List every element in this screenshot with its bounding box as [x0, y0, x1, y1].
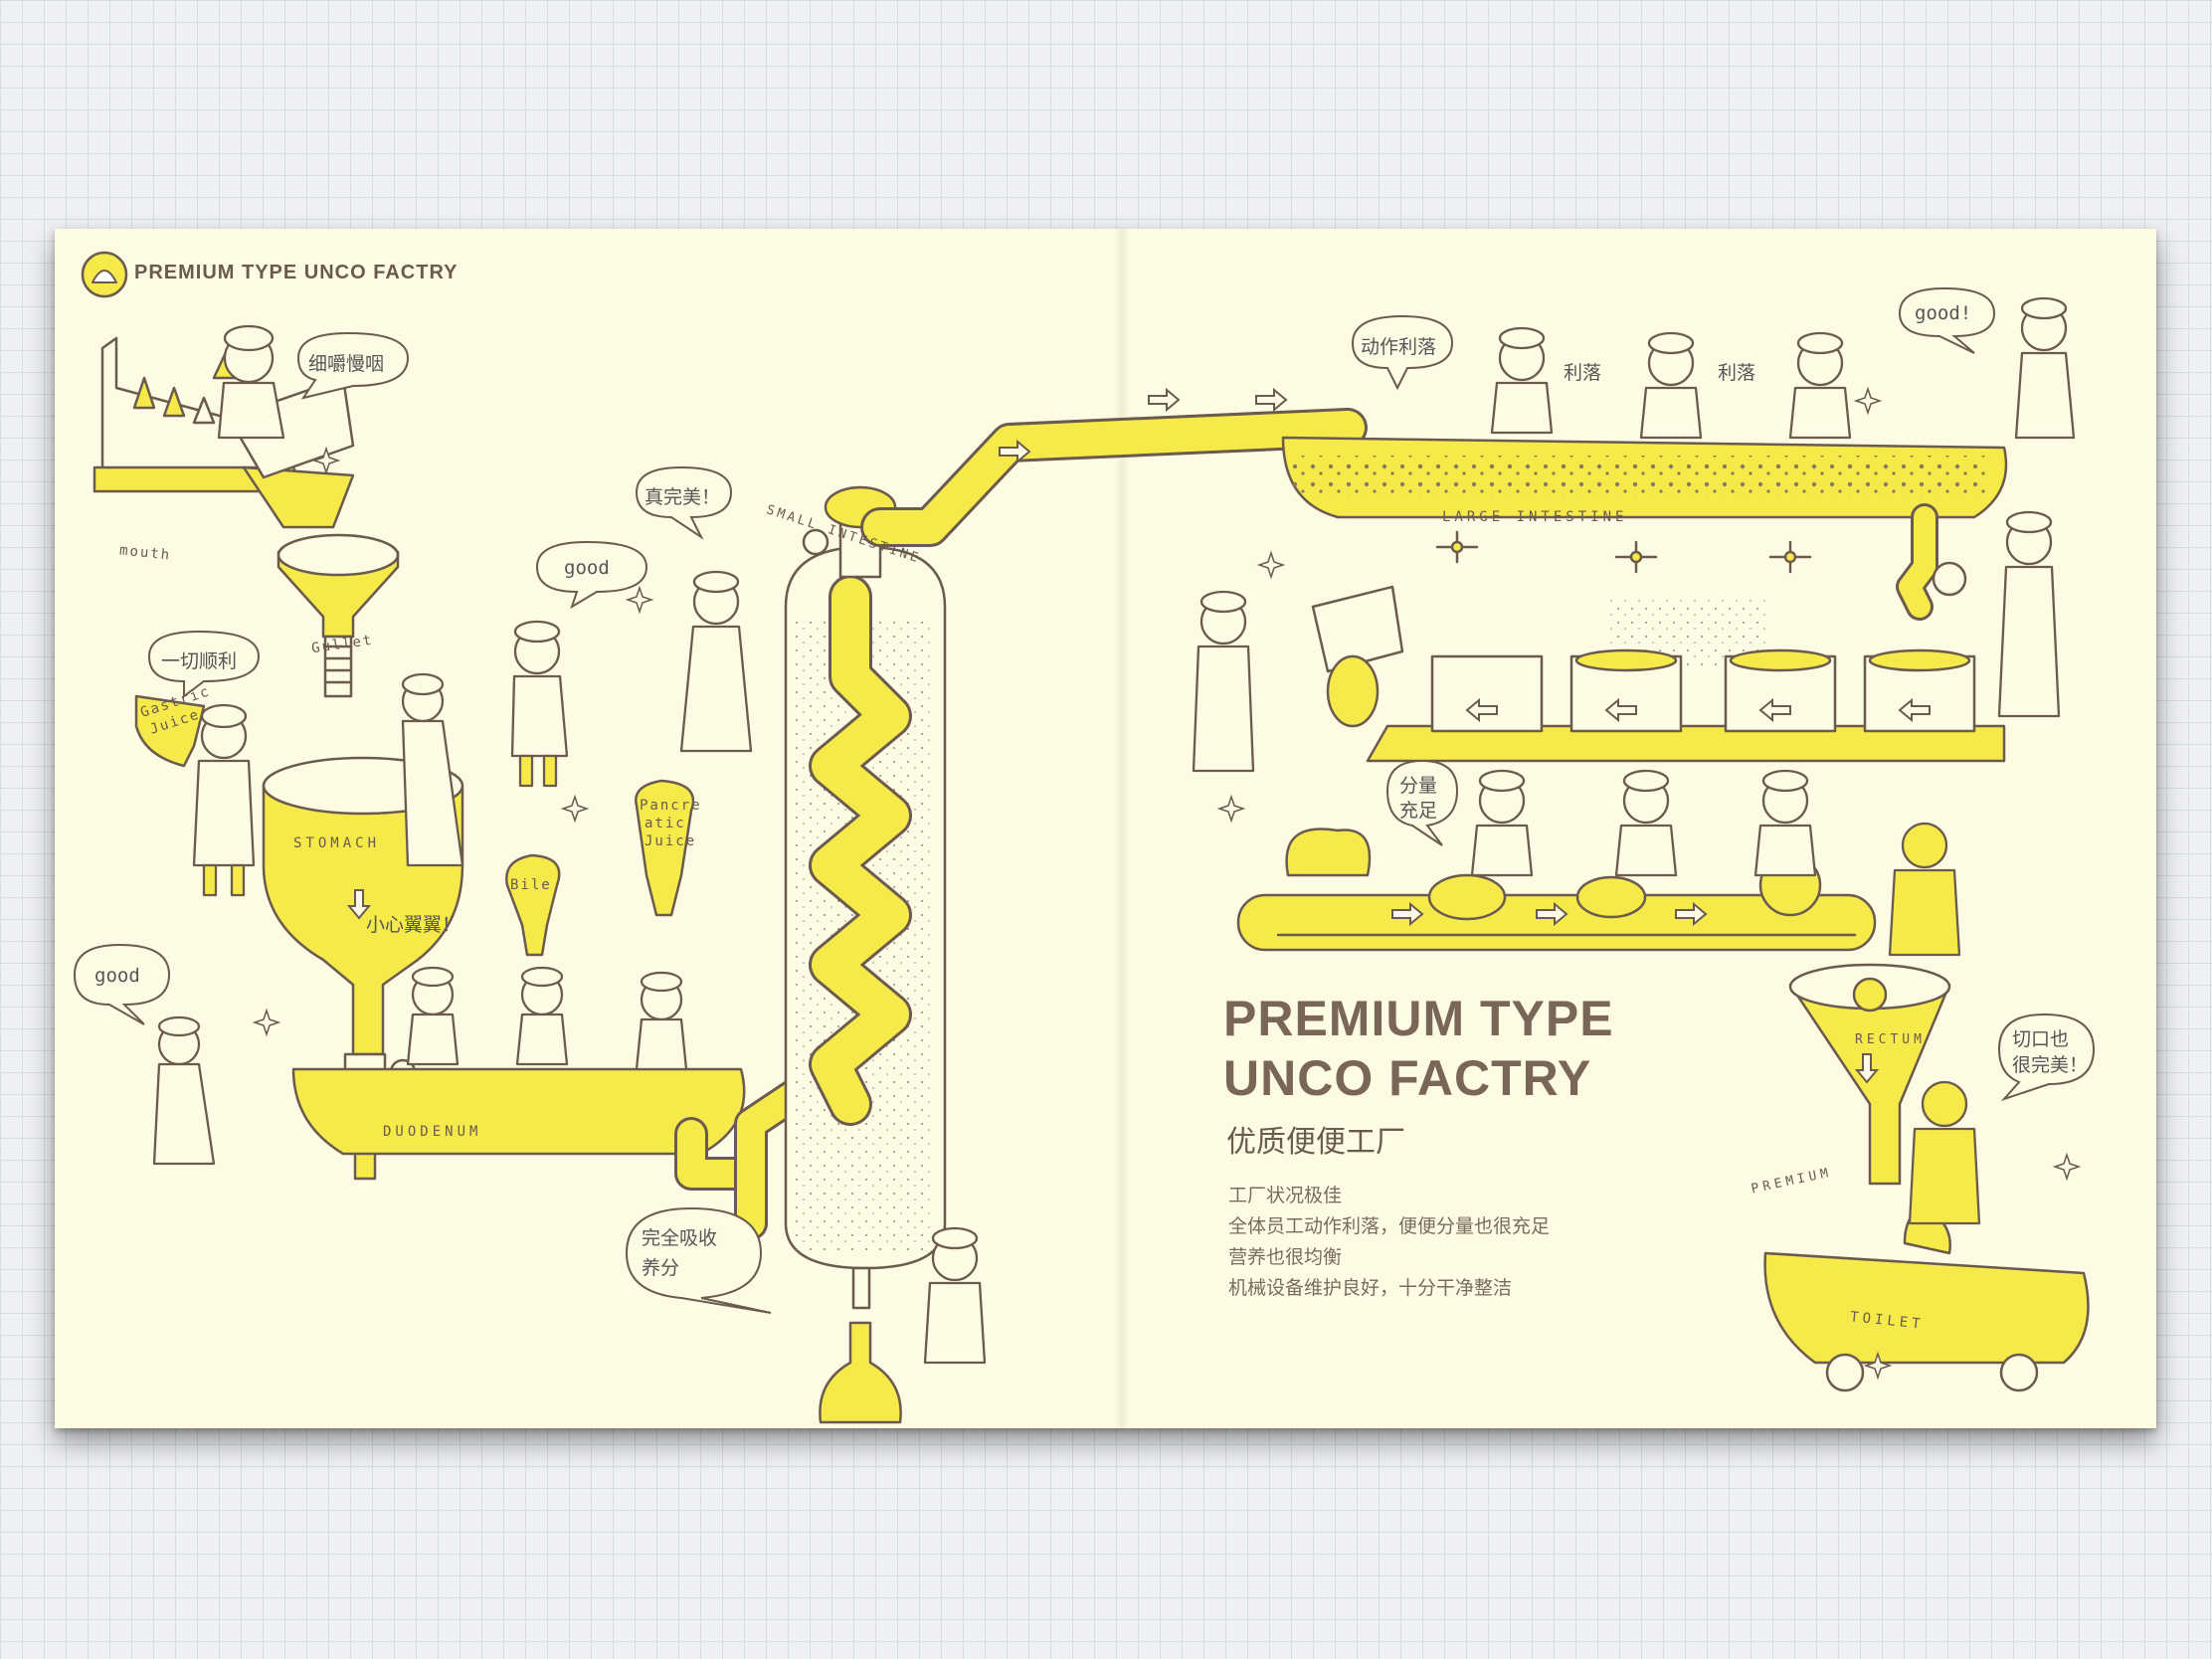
shout-brisk-a: 利落 [1564, 362, 1602, 384]
sparkle-icon [625, 585, 654, 615]
bubble-portion [1385, 759, 1459, 846]
bubble-absorb-text-1: 完全吸收 [642, 1227, 718, 1249]
toilet-cart [1763, 1251, 2090, 1365]
fan-3-icon [1768, 540, 1812, 574]
factory-illustration [73, 251, 2096, 1424]
shout-brisk-b: 利落 [1718, 362, 1756, 384]
worker-conveyor-1 [1470, 769, 1534, 877]
book-fold [1115, 229, 1129, 1428]
label-rectum: RECTUM [1855, 1032, 1926, 1047]
arrow-down-icon [1854, 1053, 1880, 1084]
bubble-good-1 [535, 540, 648, 610]
worker-chef-mouth [217, 324, 285, 440]
arrow-right-icon [1255, 387, 1288, 413]
flask [819, 1321, 902, 1424]
bubble-perfect-text: 真完美！ [645, 486, 721, 508]
description-line-1: 工厂状况极佳 [1228, 1185, 1343, 1206]
arrow-left-icon [1604, 697, 1637, 723]
bubble-good-1-text: good [564, 557, 610, 579]
arrow-left-icon [1898, 697, 1931, 723]
arrow-right-icon [1675, 901, 1708, 927]
worker-li-2 [1639, 331, 1703, 440]
bubble-cut [1997, 1013, 2096, 1102]
sparkle-icon [2052, 1152, 2082, 1182]
bubble-cut-text-1: 切口也 [2012, 1028, 2070, 1050]
dry-box-1 [1430, 654, 1544, 733]
sparkle-icon [1863, 1351, 1893, 1381]
bubble-cut-text-2: 很完美！ [2012, 1054, 2089, 1076]
title-line-1: PREMIUM TYPE [1223, 991, 1614, 1046]
bubble-chew-text: 细嚼慢咽 [308, 353, 385, 375]
worker-li-1 [1490, 326, 1554, 435]
book-spread: PREMIUM TYPE UNCO FACTRY PREMIUM TYPE UN… [55, 229, 2156, 1428]
bubble-good-3-text: good! [1915, 302, 1972, 324]
bubble-chew [296, 331, 410, 400]
bubble-absorb-text-2: 养分 [642, 1257, 680, 1279]
arrow-left-icon [1758, 697, 1791, 723]
worker-good-2 [152, 1015, 216, 1166]
label-duodenum: DUODENUM [383, 1124, 482, 1140]
worker-duodenum-2 [515, 966, 569, 1066]
description-line-3: 营养也很均衡 [1228, 1246, 1343, 1268]
sparkle-icon [1216, 794, 1246, 824]
worker-drying [1192, 590, 1255, 773]
bubble-smooth-text: 一切顺利 [161, 650, 238, 672]
worker-perfect [679, 570, 753, 753]
bubble-brisk [1351, 314, 1454, 391]
label-pancreatic-2: atic [645, 816, 686, 831]
worker-conveyor-2 [1614, 769, 1678, 877]
arrow-down-icon [346, 889, 372, 920]
sparkle-icon [311, 446, 341, 475]
sparkle-icon [1853, 386, 1883, 416]
sparkle-icon [560, 794, 590, 824]
worker-duodenum-1 [406, 966, 460, 1066]
bubble-perfect [635, 465, 733, 540]
strongman-1 [1888, 822, 1961, 957]
worker-good-1 [510, 620, 569, 788]
worker-good-3 [2014, 296, 2076, 440]
bubble-portion-text-2: 充足 [1399, 800, 1438, 822]
description-line-2: 全体员工动作利落，便便分量也很充足 [1228, 1215, 1551, 1237]
fan-1-icon [1435, 530, 1479, 564]
label-stomach: STOMACH [293, 835, 381, 851]
arrow-right-icon [1536, 901, 1568, 927]
bubble-brisk-text: 动作利落 [1361, 336, 1437, 358]
bubble-good-2 [73, 943, 171, 1025]
arrow-right-icon [1391, 901, 1424, 927]
bubble-portion-text-1: 分量 [1399, 775, 1438, 797]
title-line-2: UNCO FACTRY [1223, 1050, 1592, 1106]
label-large-intestine: LARGE INTESTINE [1442, 509, 1628, 525]
worker-valve [1997, 510, 2061, 718]
bubble-smooth [147, 630, 261, 698]
worker-li-3 [1788, 331, 1852, 440]
bubble-good-2-text: good [94, 965, 140, 987]
label-pancreatic-1: Pancre [640, 798, 702, 814]
bubble-careful-text: 小心翼翼！ [366, 914, 461, 936]
fan-2-icon [1614, 540, 1658, 574]
brand-logo-text: PREMIUM TYPE UNCO FACTRY [134, 262, 459, 283]
bubble-good-3 [1898, 286, 1996, 354]
worker-duodenum-3 [635, 971, 688, 1071]
worker-gastric [192, 703, 256, 897]
sparkle-icon [252, 1008, 281, 1037]
arrow-left-icon [1465, 697, 1498, 723]
worker-conveyor-3 [1753, 769, 1817, 877]
worker-stomach-top [401, 672, 464, 867]
arrow-right-icon [999, 439, 1031, 464]
label-pancreatic-3: Juice [645, 833, 697, 849]
description-line-4: 机械设备维护良好，十分干净整洁 [1228, 1277, 1513, 1299]
pancreatic-bottle [635, 779, 695, 917]
bile-bottle [505, 853, 561, 957]
strongman-2 [1908, 1080, 1981, 1225]
gastric-juice-bottle [134, 694, 206, 768]
arrow-right-icon [1148, 387, 1181, 413]
worker-flask [923, 1226, 987, 1365]
label-bile: Bile [510, 877, 552, 893]
sparkle-icon [1256, 550, 1286, 580]
subtitle-cn: 优质便便工厂 [1226, 1125, 1405, 1160]
bubble-absorb [625, 1206, 772, 1314]
